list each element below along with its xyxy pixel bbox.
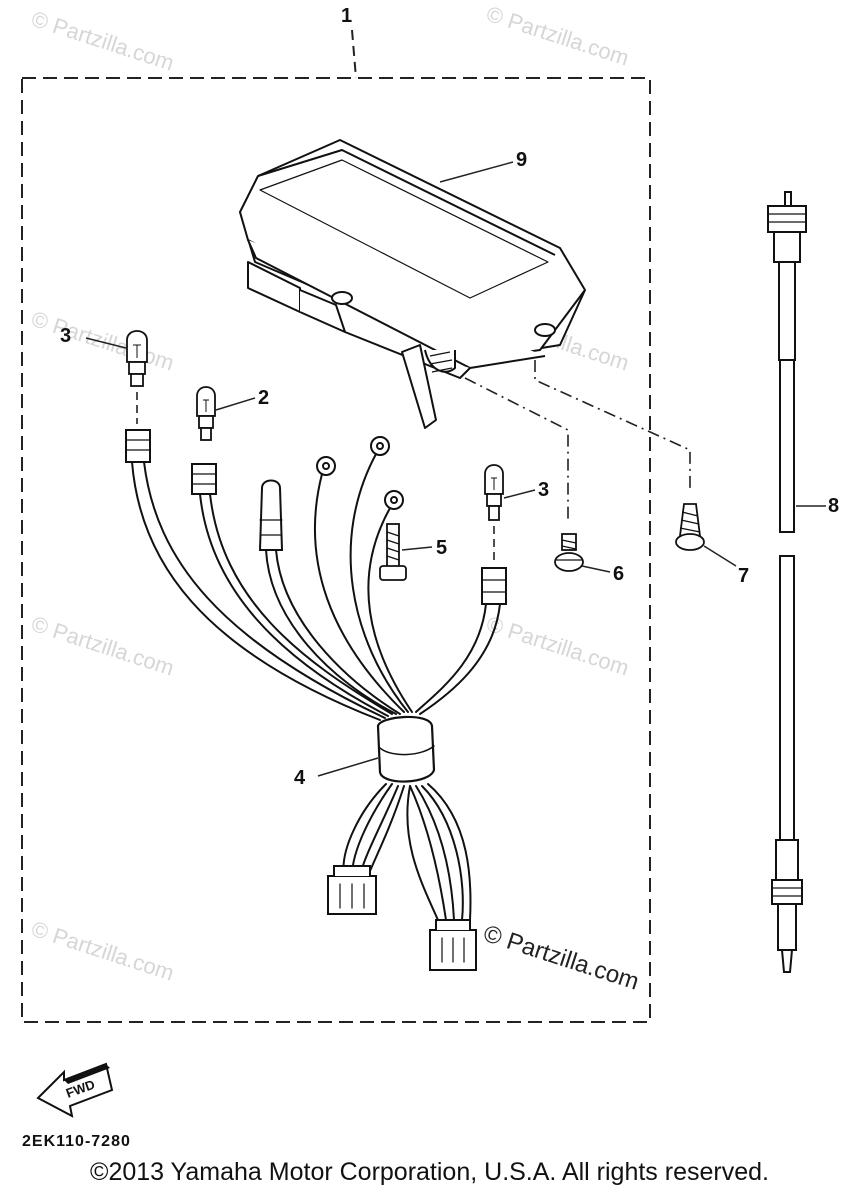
screw-5 — [379, 523, 407, 581]
callout-7: 7 — [738, 565, 749, 587]
bulb-2 — [196, 386, 216, 441]
callout-3-left: 3 — [60, 325, 71, 347]
leader-line — [503, 489, 536, 499]
bulb-3-left — [126, 330, 148, 387]
drawing-code: 2EK110-7280 — [22, 1133, 131, 1150]
callout-6: 6 — [613, 563, 624, 585]
leader-line — [439, 161, 514, 183]
fwd-arrow-icon: FWD — [36, 1062, 114, 1118]
callout-5: 5 — [436, 537, 447, 559]
leader-line — [581, 565, 611, 573]
meter-unit — [239, 139, 586, 429]
callout-9: 9 — [516, 149, 527, 171]
leader-line — [703, 545, 737, 567]
watermark: © Partzilla.com — [483, 611, 632, 681]
watermark: © Partzilla.com — [28, 611, 177, 681]
wire-harness — [125, 429, 507, 971]
partzilla-watermark: © Partzilla.com — [480, 920, 642, 996]
assembly-frame — [21, 77, 651, 1023]
watermark: © Partzilla.com — [28, 6, 177, 76]
callout-1: 1 — [341, 5, 352, 27]
bulb-3-right — [484, 464, 504, 521]
callout-8: 8 — [828, 495, 839, 517]
leader-line — [85, 337, 127, 349]
watermark: © Partzilla.com — [483, 1, 632, 71]
callout-4: 4 — [294, 767, 306, 789]
watermark: © Partzilla.com — [28, 916, 177, 986]
leader-line — [215, 397, 256, 411]
leader-line — [317, 757, 379, 777]
watermark: © Partzilla.com — [28, 306, 177, 376]
copyright-footer: ©2013 Yamaha Motor Corporation, U.S.A. A… — [90, 1158, 769, 1186]
screw-6 — [554, 533, 584, 572]
callout-2: 2 — [258, 387, 269, 409]
leader-line — [401, 546, 433, 551]
leader-line — [351, 29, 357, 79]
leader-lines-screws — [464, 360, 691, 520]
callout-3-right: 3 — [538, 479, 549, 501]
speedometer-cable — [767, 191, 807, 973]
screw-7 — [675, 503, 705, 551]
